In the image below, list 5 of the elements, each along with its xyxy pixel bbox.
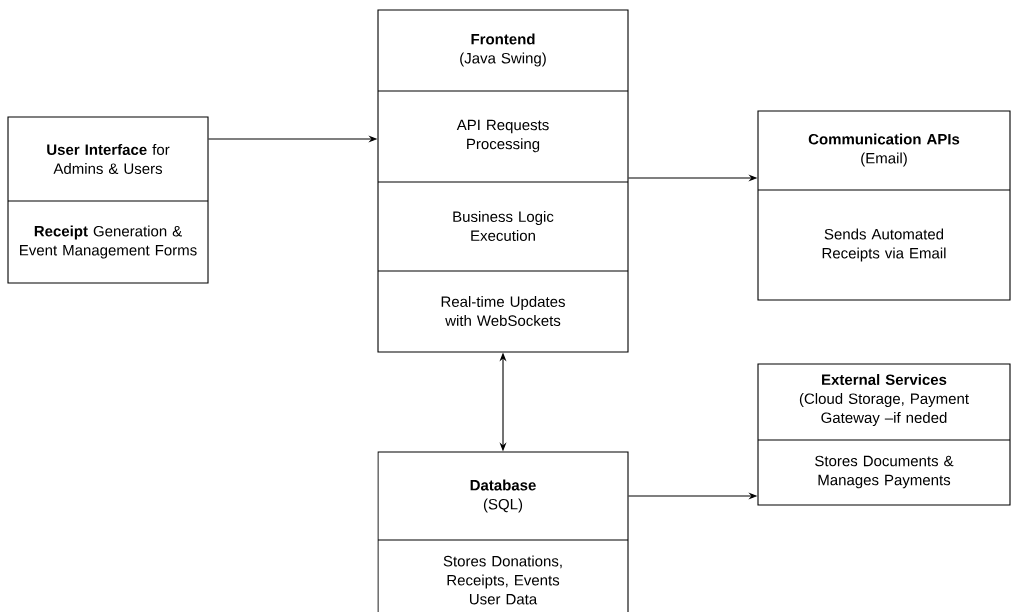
component-box: Communication APIs (Email) Sends Automated Receipts via Email: [757, 110, 1011, 301]
component-box: External Services (Cloud Storage, Payment Gateway –if neded Stores Documents & Manages Payments: [757, 363, 1011, 506]
component-box: Frontend (Java Swing) API Requests Processing Business Logic Execution Real-time Updates with WebSockets: [377, 9, 629, 353]
component-box: User Interface for Admins & Users Receipt Generation & Event Management Forms: [7, 116, 209, 284]
component-box: Database (SQL) Stores Donations, Receipts, Events User Data: [377, 451, 629, 612]
